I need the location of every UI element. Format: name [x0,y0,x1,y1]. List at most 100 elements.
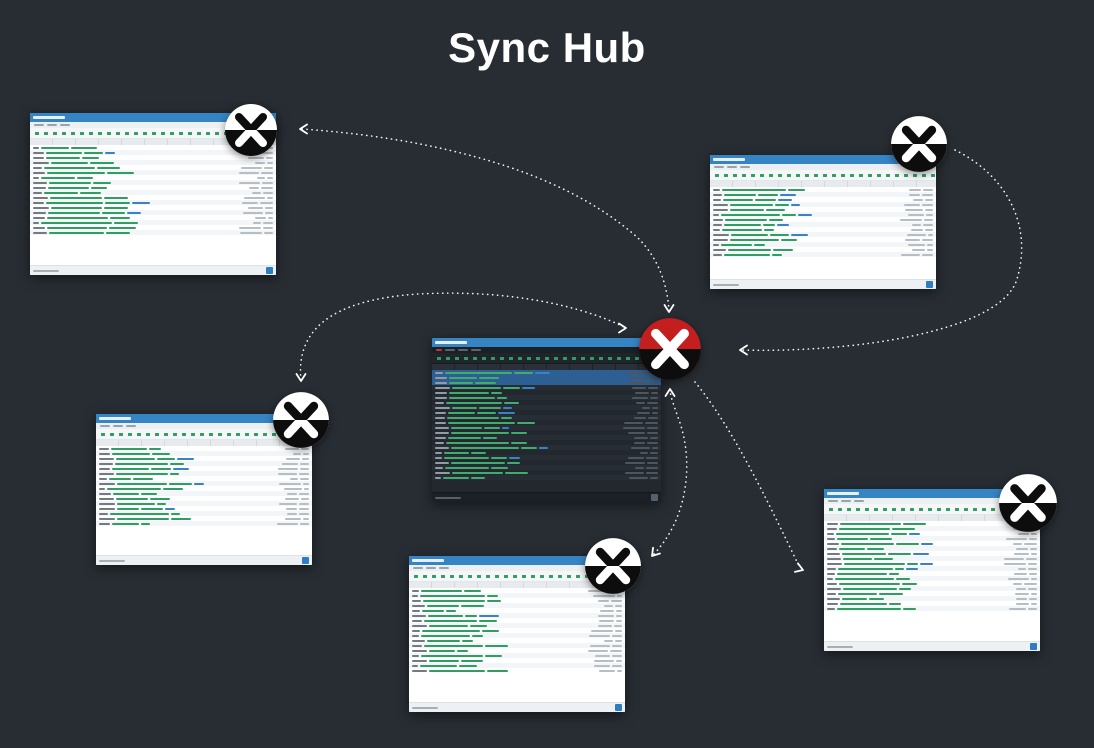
table-row [30,195,276,200]
toolbar-item-icon [414,574,418,578]
row-meta-bar [652,406,658,409]
row-meta-bar [286,457,301,460]
row-meta-bar [615,659,622,662]
row-value-bar [140,507,163,510]
row-label-bar [99,512,108,515]
row-meta-bar [279,482,302,485]
row-label-bar [99,462,113,465]
row-label-bar [827,607,835,610]
toolbar-item-icon [464,356,468,360]
row-meta-bar [1014,592,1029,595]
table-row [432,400,661,405]
toolbar-item-icon [137,432,141,436]
menu-item [439,567,449,569]
row-value-bar [163,487,183,490]
row-value-bar [460,659,483,662]
row-value-bar [892,527,916,530]
row-name-bar [420,634,471,637]
row-name-bar [429,649,456,652]
row-status-bar [498,411,516,414]
table-row [96,501,312,506]
row-label-bar [412,624,428,627]
row-value-bar [104,206,129,209]
table-row [96,516,312,521]
table-row [30,220,276,225]
row-label-bar [435,416,446,419]
row-meta-bar [263,166,273,169]
row-status-bar [501,426,509,429]
toolbar-item-icon [89,131,93,135]
toolbar-item-icon [486,574,490,578]
row-meta-bar [282,462,298,465]
table-row [30,230,276,235]
row-meta-bar [923,223,933,226]
toolbar-item-icon [847,507,851,511]
row-value-bar [89,161,115,164]
row-value-bar [478,376,499,379]
row-meta-bar [921,193,933,196]
row-meta-bar [299,522,309,525]
window-toolbar [432,353,661,364]
menu-item [727,166,737,168]
row-label-bar [412,599,422,602]
row-name-bar [452,406,477,409]
row-value-bar [469,624,487,627]
row-meta-bar [912,248,926,251]
row-value-bar [757,193,779,196]
row-meta-bar [600,609,615,612]
row-label-bar [435,411,446,414]
table-row [824,561,1040,566]
toolbar-item-icon [107,131,111,135]
window-menubar [409,565,625,571]
row-meta-bar [906,233,926,236]
row-status-bar [509,456,521,459]
row-name-bar [41,146,69,149]
row-value-bar [491,466,509,469]
toolbar-item-icon [143,131,147,135]
row-label-bar [713,188,721,191]
table-row [30,215,276,220]
sync-node-icon [891,116,947,172]
row-meta-bar [634,466,645,469]
row-value-bar [479,406,502,409]
table-row [96,511,312,516]
row-label-bar [827,602,839,605]
row-meta-bar [598,599,609,602]
row-label-bar [99,522,110,525]
toolbar-item-icon [865,507,869,511]
row-name-bar [729,238,780,241]
table-rows [30,145,276,265]
row-label-bar [412,654,419,657]
toolbar-item-icon [527,356,531,360]
row-value-bar [148,447,161,450]
row-meta-bar [598,619,614,622]
status-text [827,645,853,648]
toolbar-item-icon [778,173,782,177]
toolbar-item-icon [80,131,84,135]
row-meta-bar [1030,592,1037,595]
row-meta-bar [646,466,658,469]
row-value-bar [868,597,884,600]
row-name-bar [449,391,490,394]
row-name-bar [50,196,102,199]
row-meta-bar [616,594,622,597]
notification-icon [266,267,273,274]
row-meta-bar [637,411,651,414]
row-name-bar [111,452,151,455]
row-name-bar [730,208,765,211]
row-meta-bar [303,452,309,455]
table-row [30,180,276,185]
row-meta-bar [597,624,613,627]
row-name-bar [836,607,902,610]
toolbar-item-icon [928,507,932,511]
toolbar-item-icon [733,173,737,177]
row-name-bar [41,176,75,179]
toolbar-item-icon [599,356,603,360]
row-name-bar [839,522,902,525]
row-name-bar [50,206,103,209]
toolbar-item-icon [590,356,594,360]
table-row [432,380,661,385]
row-value-bar [93,181,111,184]
row-meta-bar [615,619,622,622]
toolbar-item-icon [540,574,544,578]
